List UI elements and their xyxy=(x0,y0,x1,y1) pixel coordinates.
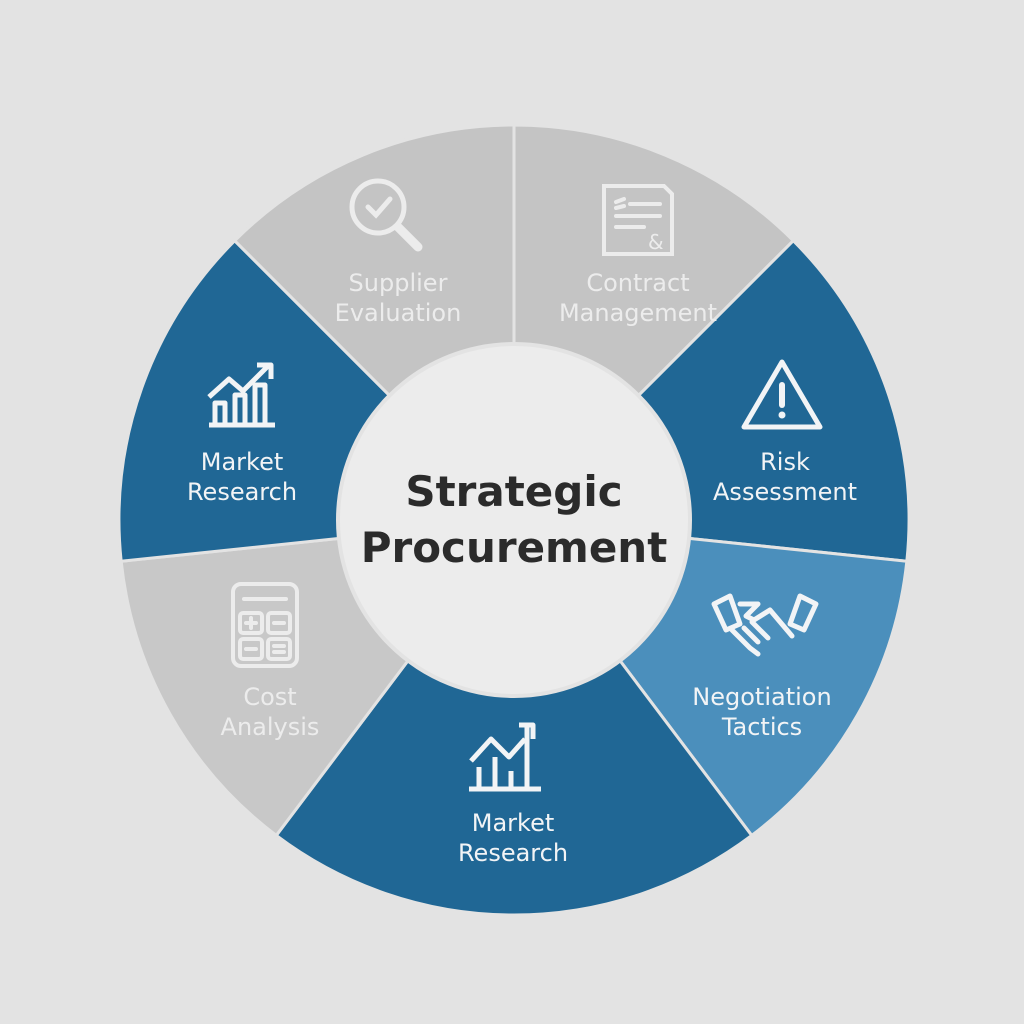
handshake-icon xyxy=(711,593,819,657)
svg-text:&: & xyxy=(648,230,664,254)
segment-label: Cost xyxy=(243,683,297,711)
center-title: Strategic Procurement xyxy=(361,464,668,576)
center-title-line2: Procurement xyxy=(360,523,668,572)
center-title-line1: Strategic xyxy=(405,467,623,516)
segment-label: Contract xyxy=(586,269,690,297)
segment-label: Research xyxy=(186,478,298,506)
segment-label: Tactics xyxy=(721,713,803,741)
bar-chart-arrow-icon xyxy=(207,362,275,428)
segment-label: Analysis xyxy=(220,713,320,741)
segment-label: Evaluation xyxy=(334,299,462,327)
contract-document-icon: & xyxy=(602,184,674,256)
wheel-segment xyxy=(274,517,754,917)
segment-label: Assessment xyxy=(713,478,857,506)
segment-label: Market xyxy=(200,448,284,476)
segment-label: Supplier xyxy=(348,269,448,297)
segment-label: Management xyxy=(558,299,718,327)
magnifier-check-icon xyxy=(349,178,423,252)
segment-label: Negotiation xyxy=(692,683,832,711)
growth-chart-icon xyxy=(469,722,541,792)
segment-label: Risk xyxy=(760,448,810,476)
segment-label: Market xyxy=(471,809,555,837)
warning-triangle-icon xyxy=(741,359,823,430)
segment-label: Research xyxy=(457,839,569,867)
center-circle xyxy=(336,342,692,698)
calculator-icon xyxy=(231,582,299,668)
